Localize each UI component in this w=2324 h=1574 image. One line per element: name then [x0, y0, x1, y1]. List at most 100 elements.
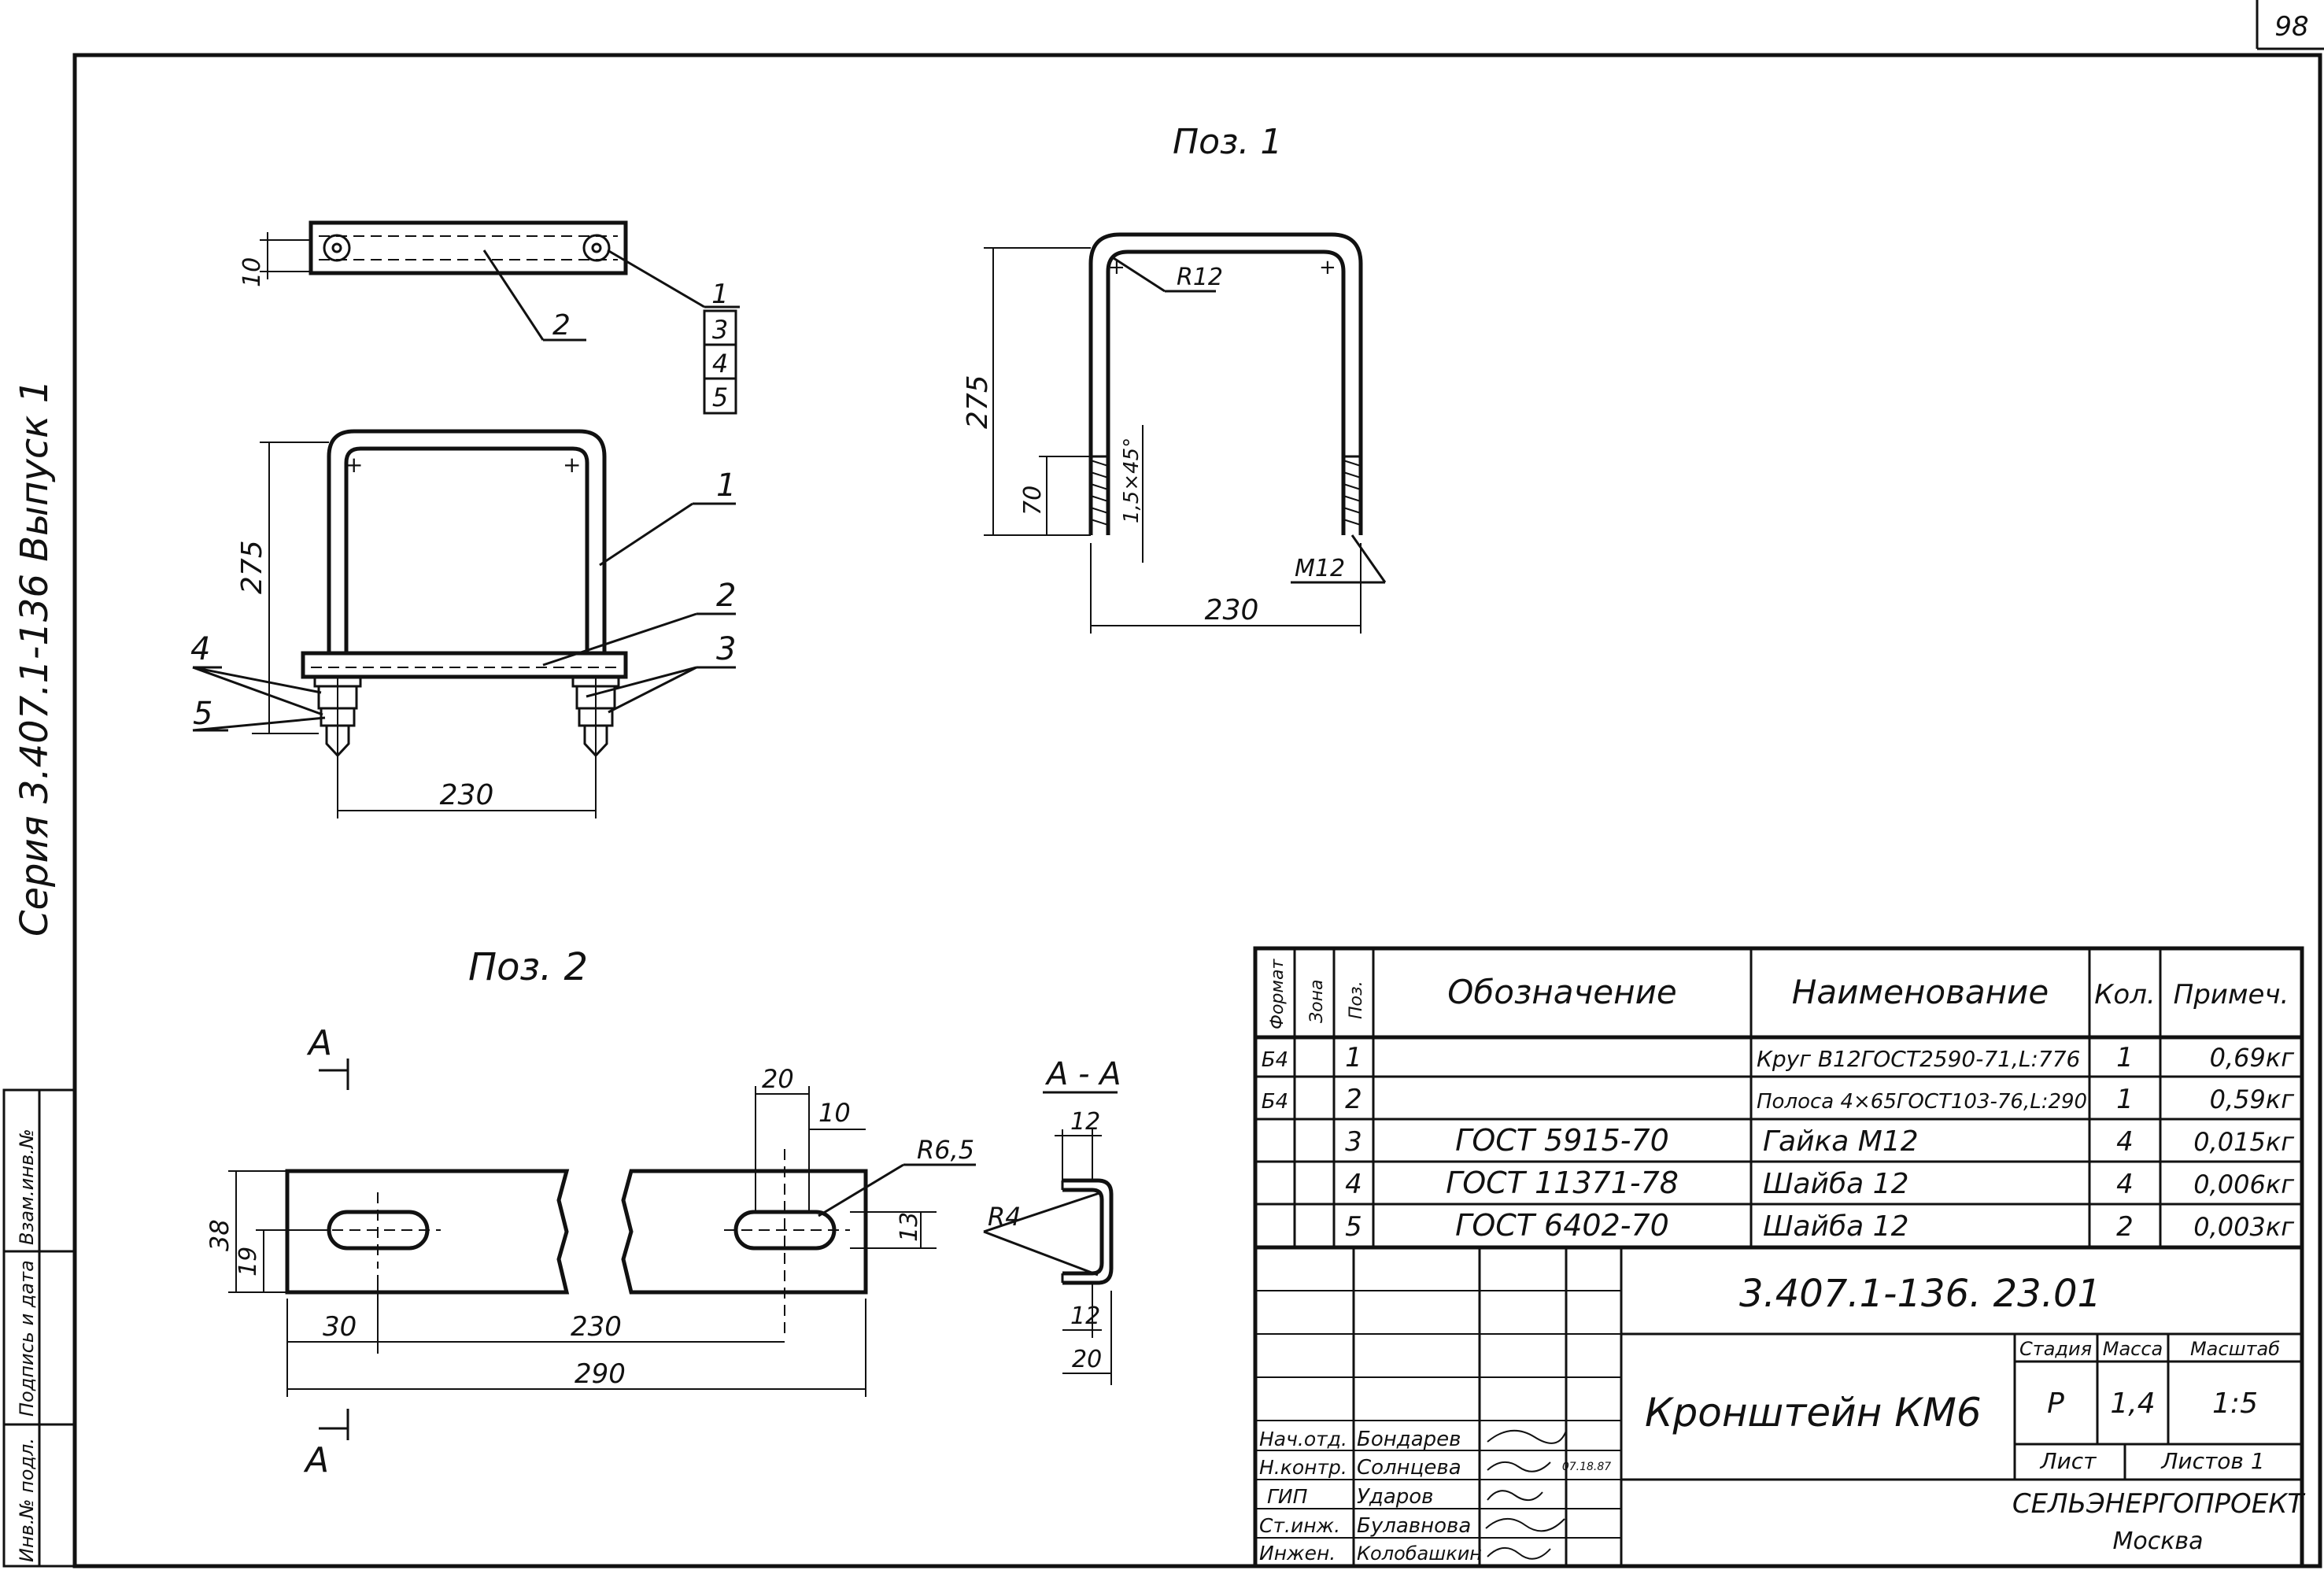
side-stamp-replace: Взам.инв.№ [16, 1129, 38, 1245]
table-row: Б4 1 Круг В12ГОСТ2590-71,L:776 1 0,69кг [1262, 1042, 2294, 1073]
signature-mark [1487, 1547, 1551, 1560]
svg-text:5: 5 [1345, 1211, 1362, 1243]
assembly-width-dim: 230 [440, 779, 494, 811]
svg-text:Булавнова: Булавнова [1357, 1514, 1471, 1538]
mass-value: 1,4 [2110, 1387, 2155, 1420]
svg-text:2: 2 [2116, 1211, 2134, 1243]
assembly-leader-2: 2 [716, 578, 736, 614]
signer-row: Н.контр. Солнцева [1259, 1456, 1551, 1480]
poz2-slot-radius: R6,5 [917, 1135, 974, 1165]
assembly-plan-view: 10 2 1 3 4 5 [238, 220, 740, 415]
section-bottom-dim: 12 [1070, 1302, 1100, 1330]
stage-label: Стадия [2019, 1338, 2092, 1360]
plan-leader-2: 2 [552, 309, 571, 342]
table-row: 5 ГОСТ 6402-70 Шайба 12 2 0,003кг [1345, 1208, 2294, 1243]
svg-text:+: + [563, 452, 581, 478]
poz1-view: + + R12 275 70 1,5×45° M12 230 [962, 232, 1387, 634]
table-row: 4 ГОСТ 11371-78 Шайба 12 4 0,006кг [1345, 1166, 2294, 1200]
side-series-label: Серия 3.407.1-136 Выпуск 1 [13, 379, 57, 937]
signature-mark [1487, 1461, 1551, 1472]
poz2-view: 38 19 30 230 290 20 10 R6,5 13 А А [205, 1023, 976, 1480]
svg-text:4: 4 [1345, 1169, 1362, 1200]
col-zone: Зона [1307, 980, 1327, 1023]
scale-value: 1:5 [2212, 1387, 2258, 1420]
stage-value: Р [2047, 1387, 2064, 1420]
org-city: Москва [2113, 1528, 2204, 1555]
svg-text:Б4: Б4 [1262, 1048, 1288, 1072]
svg-text:1: 1 [2116, 1084, 2134, 1115]
svg-text:Ст.инж.: Ст.инж. [1259, 1514, 1340, 1537]
assembly-leader-1: 1 [716, 467, 736, 504]
assembly-leader-5: 5 [193, 696, 212, 732]
signature-mark [1485, 1518, 1565, 1532]
section-title: А - А [1044, 1056, 1121, 1092]
poz1-thread-size: M12 [1295, 555, 1345, 582]
col-format: Формат [1268, 959, 1288, 1029]
sign-date: 07.18.87 [1562, 1461, 1611, 1473]
poz2-slot-width: 13 [896, 1212, 923, 1242]
sheet-label: Лист [2040, 1448, 2097, 1474]
callout-4: 4 [712, 349, 728, 379]
page-number: 98 [2274, 11, 2308, 42]
poz2-title: Поз. 2 [468, 945, 588, 989]
section-top-dim: 12 [1070, 1108, 1100, 1136]
sheet-frame [72, 53, 2322, 1568]
assembly-front-view: + + 230 275 1 2 3 4 5 [190, 429, 736, 818]
sheets-label: Листов 1 [2160, 1448, 2264, 1474]
svg-text:Гайка М12: Гайка М12 [1763, 1125, 1919, 1158]
side-stamp-sign: Подпись и дата [16, 1260, 38, 1417]
signature-mark [1487, 1429, 1567, 1444]
svg-text:Бондарев: Бондарев [1357, 1428, 1461, 1451]
poz2-slot-half: 10 [818, 1098, 851, 1128]
assembly-height-dim: 275 [236, 540, 268, 594]
section-marker-top: А [306, 1023, 332, 1063]
poz1-radius: R12 [1177, 264, 1223, 291]
poz2-slot-len: 20 [762, 1064, 794, 1094]
svg-text:0,003кг: 0,003кг [2193, 1212, 2294, 1242]
table-row: Б4 2 Полоса 4×65ГОСТ103-76,L:290 1 0,59к… [1262, 1084, 2294, 1115]
signer-row: ГИП Ударов [1267, 1485, 1543, 1509]
poz1-height-dim: 275 [962, 375, 994, 429]
col-note: Примеч. [2174, 979, 2289, 1011]
col-designation: Обозначение [1447, 973, 1676, 1011]
svg-text:Шайба 12: Шайба 12 [1763, 1168, 1908, 1200]
svg-text:ГИП: ГИП [1267, 1485, 1308, 1508]
poz2-half-dim: 19 [235, 1247, 262, 1277]
doc-number: 3.407.1-136. 23.01 [1739, 1272, 2101, 1316]
signer-row: Нач.отд. Бондарев [1259, 1428, 1567, 1451]
svg-text:0,015кг: 0,015кг [2193, 1127, 2294, 1157]
assembly-leader-3: 3 [716, 631, 736, 667]
svg-text:+: + [345, 452, 363, 478]
svg-text:1: 1 [2116, 1042, 2134, 1073]
callout-3: 3 [712, 315, 728, 345]
col-name: Наименование [1792, 973, 2049, 1011]
svg-text:4: 4 [2116, 1169, 2134, 1200]
svg-text:2: 2 [1345, 1084, 1362, 1115]
spec-table: Формат Зона Поз. Обозначение Наименовани… [1253, 946, 2304, 1568]
poz2-total-dim: 290 [575, 1358, 626, 1390]
svg-text:Н.контр.: Н.контр. [1259, 1456, 1347, 1479]
poz2-pitch-dim: 230 [571, 1311, 622, 1343]
poz2-offset-dim: 30 [323, 1311, 357, 1343]
poz1-title: Поз. 1 [1173, 122, 1282, 162]
svg-text:+: + [1319, 256, 1336, 279]
assembly-plate-thickness: 10 [238, 257, 266, 287]
svg-text:Круг В12ГОСТ2590-71,L:776: Круг В12ГОСТ2590-71,L:776 [1757, 1046, 2080, 1072]
svg-text:Полоса 4×65ГОСТ103-76,L:290: Полоса 4×65ГОСТ103-76,L:290 [1757, 1090, 2087, 1114]
title-block: 3.407.1-136. 23.01 Кронштейн КМ6 Стадия … [1255, 1247, 2305, 1566]
signer-row: Инжен. Колобашкин [1259, 1542, 1551, 1565]
section-a-a-view: А - А 12 12 20 R4 [983, 1056, 1121, 1385]
svg-text:Солнцева: Солнцева [1357, 1456, 1461, 1480]
assembly-leader-4: 4 [190, 631, 210, 667]
svg-text:0,59кг: 0,59кг [2210, 1084, 2295, 1114]
table-row: 3 ГОСТ 5915-70 Гайка М12 4 0,015кг [1345, 1123, 2294, 1158]
svg-text:ГОСТ 5915-70: ГОСТ 5915-70 [1455, 1123, 1669, 1158]
svg-text:0,006кг: 0,006кг [2193, 1169, 2294, 1199]
section-radius: R4 [988, 1202, 1022, 1232]
section-marker-bottom: А [303, 1440, 329, 1480]
svg-text:3: 3 [1345, 1126, 1362, 1158]
side-stamp-inv: Инв.№ подл. [16, 1438, 38, 1562]
svg-text:4: 4 [2116, 1126, 2134, 1158]
signer-row: Ст.инж. Булавнова [1259, 1514, 1565, 1538]
